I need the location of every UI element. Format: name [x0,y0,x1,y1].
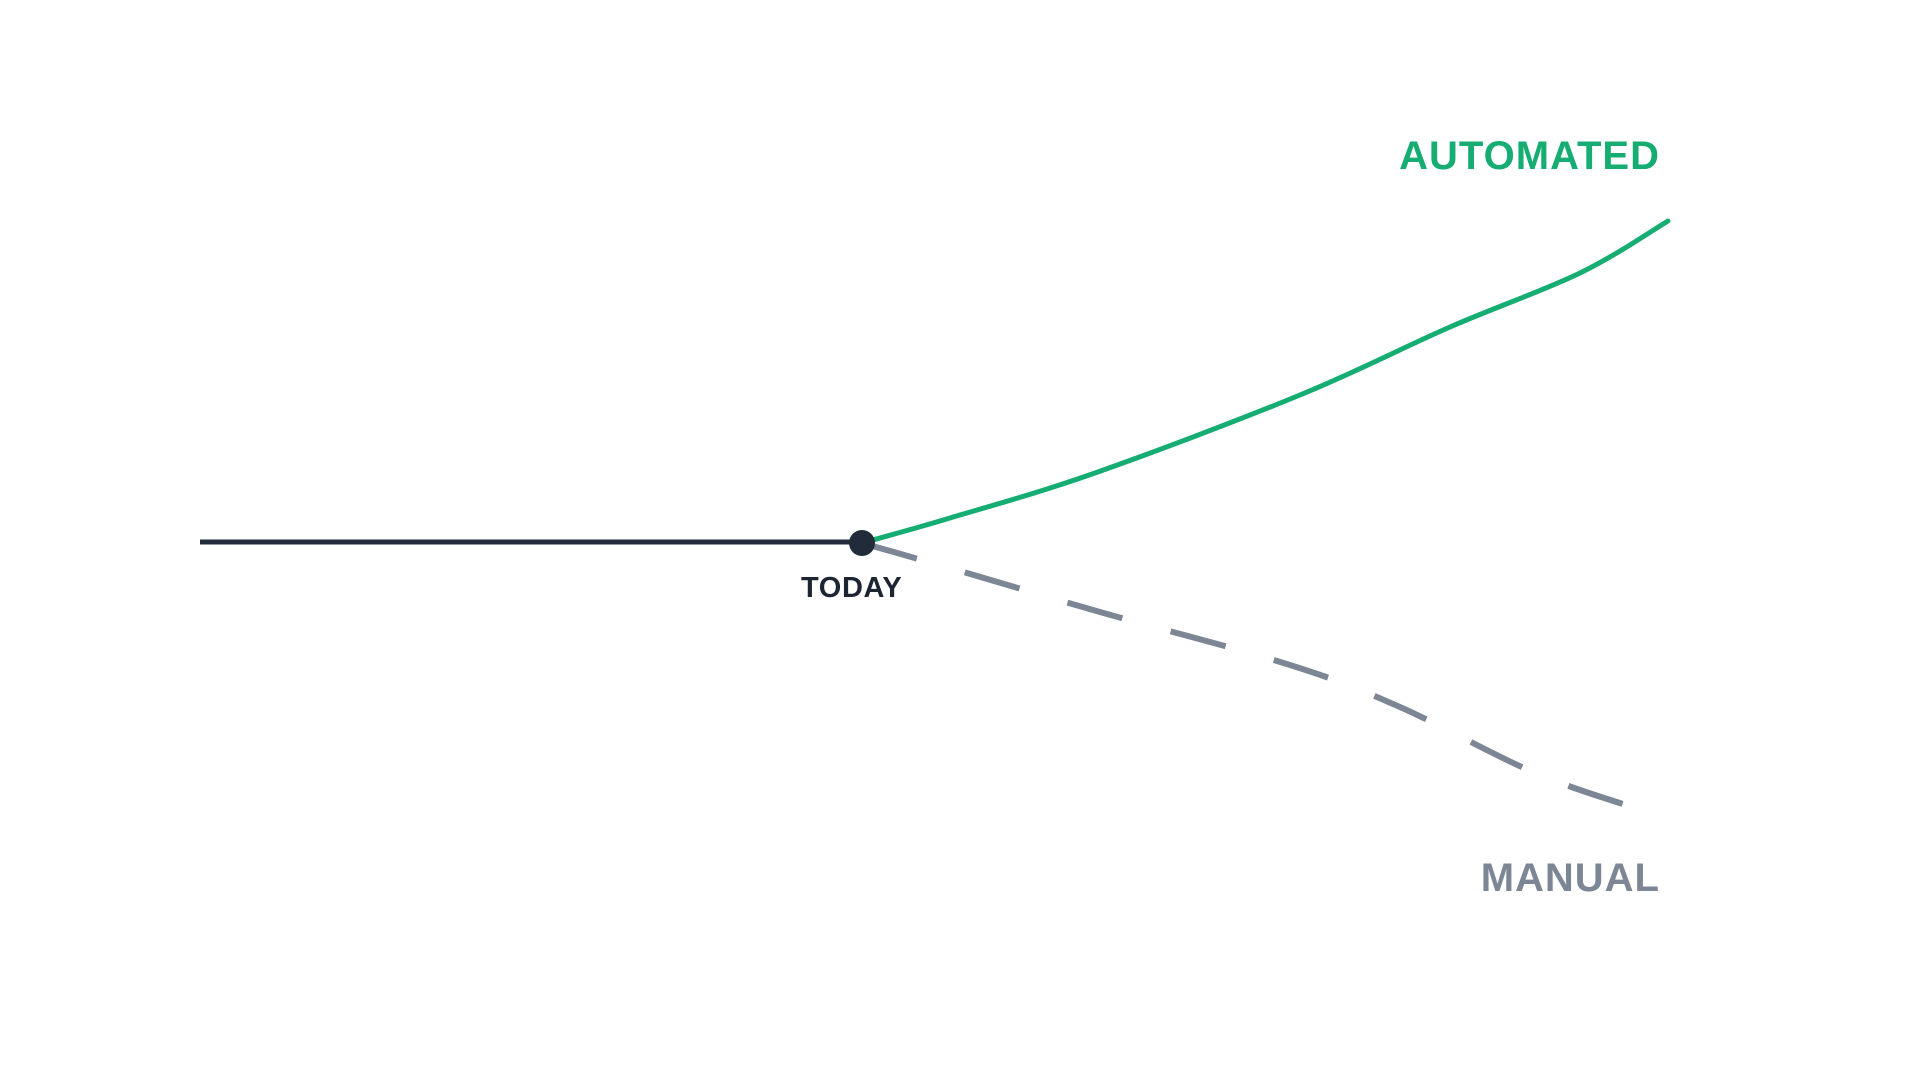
manual-series-label: MANUAL [1480,856,1660,900]
today-axis-label: TODAY [801,572,903,604]
automated-trend-line [859,218,1671,546]
manual-trend-line [861,540,1669,821]
today-point-marker [849,530,875,556]
automated-series-label: AUTOMATED [1399,134,1660,178]
